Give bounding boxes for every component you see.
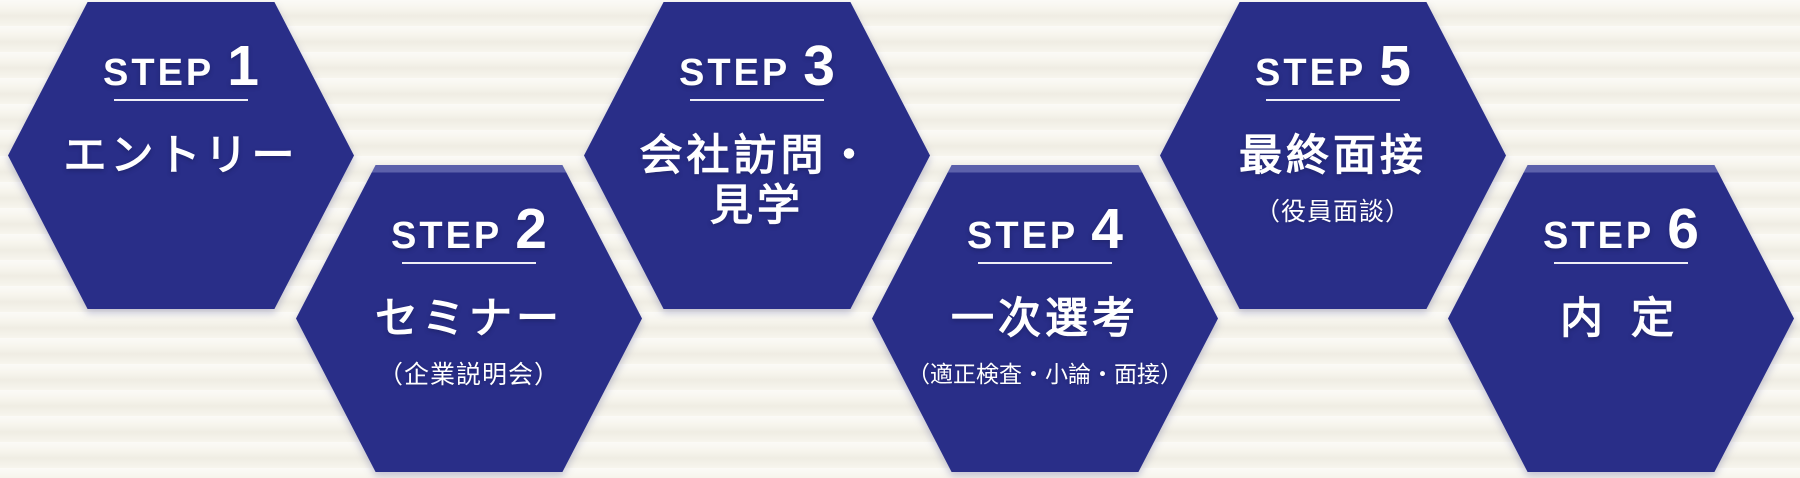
step-number: 1 — [227, 34, 259, 98]
step-word: STEP — [1543, 215, 1655, 257]
step-title: セミナー — [375, 295, 563, 343]
hexagon-shape: STEP 3 会社訪問・ 見学 — [584, 2, 930, 309]
step-title: 内 定 — [1560, 295, 1682, 343]
hexagon-step-1: STEP 1 エントリー — [8, 2, 354, 309]
divider-line — [1554, 262, 1688, 264]
step-label: STEP 2 — [391, 197, 547, 261]
hexagon-step-5: STEP 5 最終面接 （役員面談） — [1160, 2, 1506, 309]
step-title: エントリー — [63, 132, 299, 180]
step-label: STEP 3 — [679, 34, 835, 98]
step-word: STEP — [1255, 52, 1367, 94]
step-subtitle: （役員面談） — [1254, 198, 1411, 227]
step-number: 5 — [1379, 34, 1411, 98]
step-label: STEP 4 — [967, 197, 1123, 261]
step-word: STEP — [679, 52, 791, 94]
step-word: STEP — [391, 215, 503, 257]
hexagon-shape: STEP 6 内 定 — [1448, 165, 1794, 472]
step-number: 3 — [803, 34, 835, 98]
hexagon-shape: STEP 1 エントリー — [8, 2, 354, 309]
step-label: STEP 6 — [1543, 197, 1699, 261]
step-subtitle: （企業説明会） — [377, 361, 560, 390]
step-number: 4 — [1091, 197, 1123, 261]
divider-line — [1266, 99, 1400, 101]
hexagon-shape: STEP 2 セミナー （企業説明会） — [296, 165, 642, 472]
divider-line — [114, 99, 248, 101]
divider-line — [690, 99, 824, 101]
step-title: 一次選考 — [951, 295, 1139, 343]
hexagon-step-6: STEP 6 内 定 — [1448, 165, 1794, 472]
step-subtitle: （適正検査・小論・面接） — [907, 361, 1183, 388]
step-label: STEP 1 — [103, 34, 259, 98]
step-title: 会社訪問・ 見学 — [639, 132, 875, 231]
step-title: 最終面接 — [1239, 132, 1427, 180]
hexagon-step-4: STEP 4 一次選考 （適正検査・小論・面接） — [872, 165, 1218, 472]
step-number: 2 — [515, 197, 547, 261]
step-word: STEP — [967, 215, 1079, 257]
step-label: STEP 5 — [1255, 34, 1411, 98]
hexagon-shape: STEP 5 最終面接 （役員面談） — [1160, 2, 1506, 309]
hexagon-step-2: STEP 2 セミナー （企業説明会） — [296, 165, 642, 472]
hexagon-shape: STEP 4 一次選考 （適正検査・小論・面接） — [872, 165, 1218, 472]
divider-line — [402, 262, 536, 264]
step-number: 6 — [1667, 197, 1699, 261]
hexagon-step-3: STEP 3 会社訪問・ 見学 — [584, 2, 930, 309]
step-word: STEP — [103, 52, 215, 94]
divider-line — [978, 262, 1112, 264]
